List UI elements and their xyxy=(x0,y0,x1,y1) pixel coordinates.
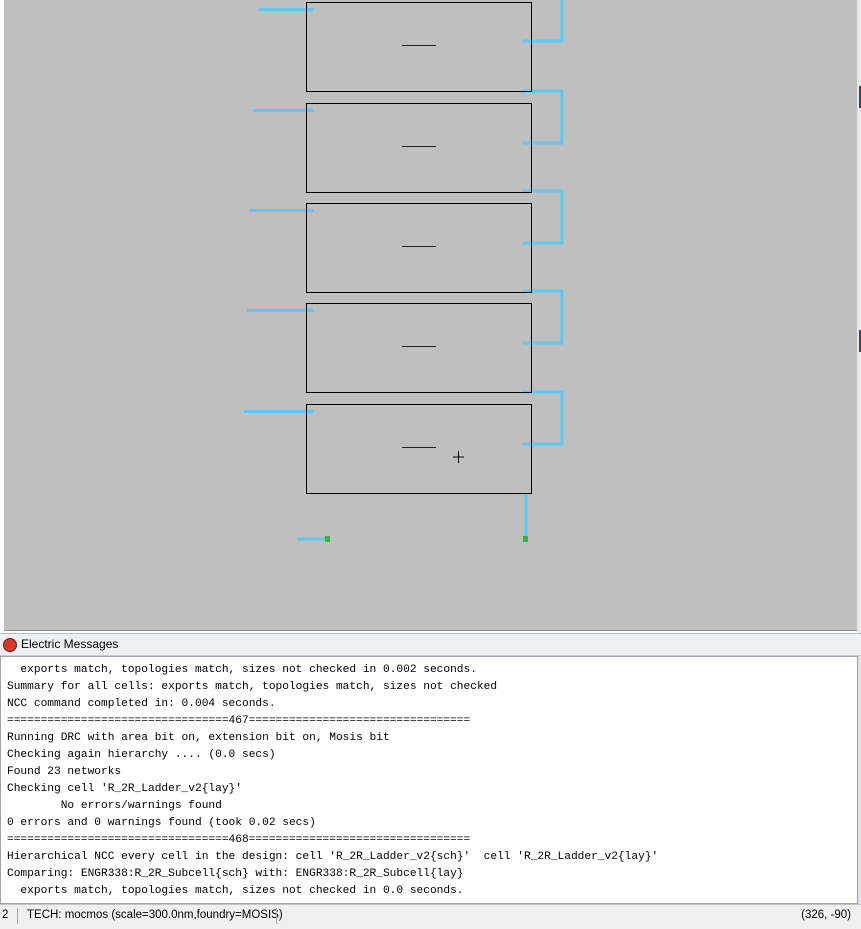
status-bar: 2 TECH: mocmos (scale=300.0nm,foundry=MO… xyxy=(0,904,861,929)
message-line: No errors/warnings found xyxy=(7,800,222,812)
edge-shadow-2 xyxy=(859,330,861,352)
message-line: =================================468====… xyxy=(7,834,471,846)
connector-wire xyxy=(523,289,564,345)
cell-group xyxy=(306,2,532,494)
status-separator xyxy=(276,908,277,924)
connector-wire xyxy=(523,89,564,145)
message-line: =================================467====… xyxy=(7,715,471,727)
status-coordinates: (326, -90) xyxy=(801,909,851,921)
message-line: Checking again hierarchy .... (0.0 secs) xyxy=(7,749,276,761)
export-pin[interactable] xyxy=(523,536,528,542)
cell-outline xyxy=(306,303,532,393)
status-tech: TECH: mocmos (scale=300.0nm,foundry=MOSI… xyxy=(27,909,283,921)
messages-scrollbar[interactable] xyxy=(858,656,861,904)
layout-drawing[interactable] xyxy=(0,0,861,633)
crosshair-icon xyxy=(453,451,464,463)
connector-wire xyxy=(523,0,564,43)
connector-wire xyxy=(523,189,564,245)
cell-outline xyxy=(306,203,532,293)
wire-group xyxy=(244,0,564,541)
messages-window-titlebar[interactable]: Electric Messages xyxy=(0,633,861,656)
message-line: Hierarchical NCC every cell in the desig… xyxy=(7,851,659,863)
subcell-instance-4[interactable] xyxy=(306,303,532,393)
layout-canvas[interactable] xyxy=(0,0,861,633)
electric-app-icon xyxy=(3,638,17,652)
message-line: Found 23 networks xyxy=(7,766,122,778)
messages-text-area[interactable]: exports match, topologies match, sizes n… xyxy=(0,656,858,904)
message-line: exports match, topologies match, sizes n… xyxy=(7,664,477,676)
export-pin[interactable] xyxy=(325,536,330,542)
subcell-instance-5[interactable] xyxy=(306,404,532,494)
export-pin-group xyxy=(325,536,528,542)
subcell-instance-3[interactable] xyxy=(306,203,532,293)
messages-window-title: Electric Messages xyxy=(21,637,119,651)
message-line: Running DRC with area bit on, extension … xyxy=(7,732,390,744)
cell-outline xyxy=(306,404,532,494)
status-segment-1: 2 xyxy=(2,909,9,921)
subcell-instance-1[interactable] xyxy=(306,2,532,92)
status-separator xyxy=(17,908,18,924)
connector-wire xyxy=(523,390,564,446)
canvas-right-edge xyxy=(857,0,861,633)
message-line: exports match, topologies match, sizes n… xyxy=(7,885,464,897)
cell-outline xyxy=(306,2,532,92)
message-line: 0 errors and 0 warnings found (took 0.02… xyxy=(7,817,316,829)
message-line: NCC command completed in: 0.004 seconds. xyxy=(7,698,276,710)
edge-shadow-1 xyxy=(859,86,861,108)
cell-outline xyxy=(306,103,532,193)
message-line: Comparing: ENGR338:R_2R_Subcell{sch} wit… xyxy=(7,868,464,880)
message-line: Checking cell 'R_2R_Ladder_v2{lay}' xyxy=(7,783,242,795)
subcell-instance-2[interactable] xyxy=(306,103,532,193)
message-line: Summary for all cells: exports match, to… xyxy=(7,681,498,693)
layout-canvas-background[interactable] xyxy=(4,0,857,631)
